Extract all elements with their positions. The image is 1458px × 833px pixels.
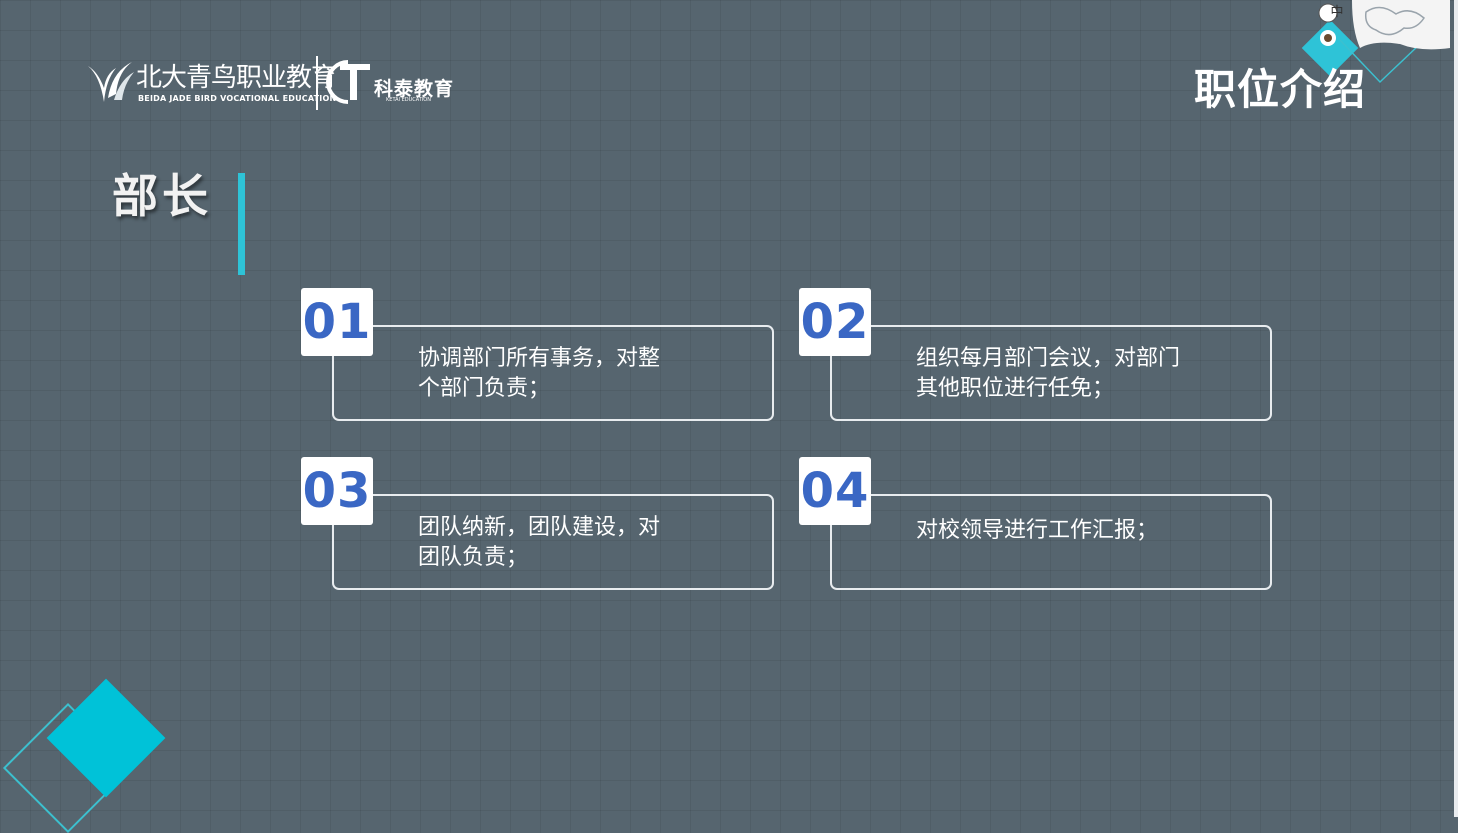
page-title: 职位介绍 [1193, 65, 1366, 114]
duty-text-03: 团队纳新，团队建设，对 团队负责； [418, 515, 661, 570]
logo-primary-english: BEIDA JADE BIRD VOCATIONAL EDUCATION [138, 94, 337, 103]
ketai-t-icon [326, 60, 370, 104]
duty-text-02: 组织每月部门会议，对部门 其他职位进行任免； [916, 346, 1181, 401]
duty-number-02: 02 [799, 288, 871, 356]
duty-text-01: 协调部门所有事务，对整 个部门负责； [418, 346, 661, 401]
logo-secondary-english: KETAI EDUCATION [386, 97, 431, 103]
corner-decoration [1301, 0, 1450, 84]
duty-card-04: 对校领导进行工作汇报； [830, 494, 1272, 590]
ime-badge: 中 [1330, 5, 1344, 20]
logo-primary-name: 北大青鸟职业教育 [136, 63, 337, 93]
section-title: 部长 [112, 169, 212, 223]
logo-secondary-name: 科泰教育 [374, 78, 455, 100]
right-edge-strip [1454, 0, 1458, 817]
duty-card-03: 团队纳新，团队建设，对 团队负责； [332, 494, 774, 590]
duty-card-02: 组织每月部门会议，对部门 其他职位进行任免； [830, 325, 1272, 421]
duty-number-01: 01 [301, 288, 373, 356]
duty-number-03: 03 [301, 457, 373, 525]
beida-jadebird-logo: 北大青鸟职业教育 BEIDA JADE BIRD VOCATIONAL EDUC… [86, 56, 337, 108]
ketai-logo: 科泰教育 KETAI EDUCATION [326, 58, 456, 108]
jadebird-wing-icon [88, 62, 134, 102]
duty-text-04: 对校领导进行工作汇报； [916, 518, 1159, 543]
title-accent-bar [238, 173, 245, 275]
duty-number-04: 04 [799, 457, 871, 525]
logo-divider [316, 56, 318, 110]
duty-card-01: 协调部门所有事务，对整 个部门负责； [332, 325, 774, 421]
